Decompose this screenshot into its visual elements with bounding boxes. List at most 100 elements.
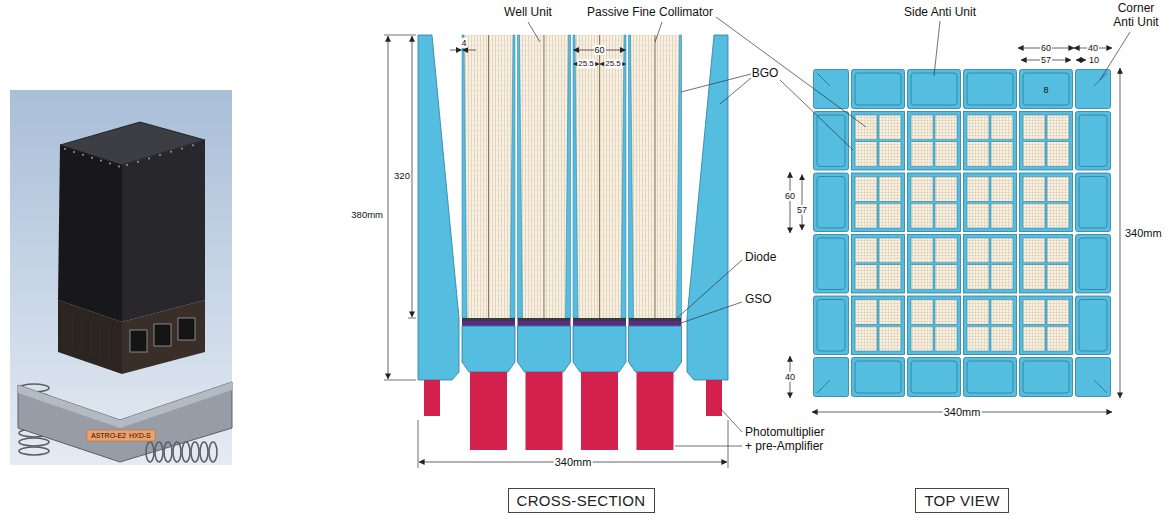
- collimator-quadrant: [1047, 326, 1069, 351]
- corner-anti-unit: [814, 70, 849, 109]
- collimator-quadrant: [1047, 300, 1069, 325]
- collimator-quadrant: [911, 265, 933, 290]
- well-bgo-bottom: [518, 326, 571, 372]
- dimension-label: 380mm: [351, 210, 383, 221]
- photo-background: [10, 90, 232, 465]
- collimator-quadrant: [1047, 203, 1069, 228]
- dimension-arrow: [388, 36, 389, 379]
- collimator-quadrant: [879, 115, 901, 140]
- collimator-divider: [488, 35, 489, 318]
- screw: [148, 157, 150, 159]
- collimator-quadrant: [967, 177, 989, 202]
- collimator-divider: [544, 35, 545, 318]
- spring-coil: [146, 442, 154, 462]
- gso-layer: [462, 321, 515, 326]
- side-anti-inner: [817, 115, 845, 167]
- detector-photo: [10, 90, 232, 465]
- side-anti-inner: [967, 73, 1013, 105]
- collimator-quadrant: [911, 238, 933, 263]
- side-anti-unit: [814, 296, 849, 355]
- caption-text: CROSS-SECTION: [517, 492, 646, 509]
- well-unit: [908, 173, 961, 232]
- collimator-quadrant: [1047, 115, 1069, 140]
- electronics-board: [130, 330, 147, 352]
- cross-section-drawing: [418, 35, 728, 450]
- dimension-arrow: [1076, 60, 1086, 61]
- collimator-divider: [599, 35, 600, 318]
- collimator-quadrant: [1023, 265, 1045, 290]
- well-unit: [852, 173, 905, 232]
- spring-coil: [164, 442, 172, 462]
- collimator-quadrant: [911, 300, 933, 325]
- well-unit: [908, 112, 961, 171]
- corner-diagonal: [817, 73, 830, 86]
- collimator-quadrant: [967, 326, 989, 351]
- top-view-drawing: [814, 70, 1111, 397]
- spring-coil: [182, 442, 190, 462]
- spring-coil: [155, 442, 163, 462]
- base-plate: [18, 382, 232, 462]
- collimator-quadrant: [967, 238, 989, 263]
- collimator-quadrant: [1023, 238, 1045, 263]
- collimator-quadrant: [1023, 326, 1045, 351]
- well-bgo-wall: [573, 35, 578, 318]
- collimator-quadrant: [991, 238, 1013, 263]
- well-unit: [852, 235, 905, 294]
- collimator-quadrant: [879, 326, 901, 351]
- side-anti-inner: [1079, 177, 1107, 229]
- fine-collimator: [518, 35, 571, 318]
- well-bgo-wall: [629, 35, 634, 318]
- side-anti-inner: [967, 361, 1013, 393]
- side-anti-inner: [817, 238, 845, 290]
- screw: [64, 148, 66, 150]
- side-anti-inner: [1079, 115, 1107, 167]
- photomultiplier: [526, 372, 563, 450]
- collimator-quadrant: [1023, 115, 1045, 140]
- side-anti-unit: [1076, 173, 1111, 232]
- side-anti-inner: [855, 73, 901, 105]
- well-unit: [964, 235, 1017, 294]
- side-anti-unit: [814, 235, 849, 294]
- collimator-quadrant: [935, 326, 957, 351]
- screw: [109, 163, 111, 165]
- well-bgo-wall: [462, 35, 467, 318]
- well-unit: [1020, 235, 1073, 294]
- collimator-quadrant: [935, 177, 957, 202]
- collimator-quadrant: [1047, 177, 1069, 202]
- leader-line: [678, 302, 742, 324]
- collimator-quadrant: [911, 203, 933, 228]
- dimension-arrow: [1120, 68, 1121, 398]
- collimator-quadrant: [879, 300, 901, 325]
- wire: [109, 327, 110, 360]
- extension-line: [728, 420, 729, 468]
- collimator-quadrant: [967, 203, 989, 228]
- collimator-quadrant: [879, 203, 901, 228]
- leader-line: [681, 74, 751, 92]
- collimator-quadrant: [879, 177, 901, 202]
- well-bgo-wall: [566, 35, 571, 318]
- part-label: Photomultiplier + pre-Amplifier: [745, 426, 833, 454]
- well-unit: [964, 173, 1017, 232]
- side-anti-unit: [852, 70, 905, 109]
- collimator-quadrant: [935, 115, 957, 140]
- extension-line: [408, 318, 416, 319]
- collimator-quadrant: [991, 177, 1013, 202]
- collimator-quadrant: [991, 115, 1013, 140]
- side-anti-inner: [1079, 300, 1107, 352]
- housing-right: [122, 140, 205, 322]
- dimension-label: 340mm: [554, 456, 593, 469]
- collimator-quadrant: [991, 142, 1013, 167]
- well-bgo-wall: [518, 35, 523, 318]
- leader-line: [934, 21, 940, 76]
- dimension-label: 25.5: [604, 59, 622, 68]
- collimator-quadrant: [1047, 142, 1069, 167]
- collimator-quadrant: [1023, 177, 1045, 202]
- part-label: Diode: [745, 251, 776, 265]
- collimator-quadrant: [991, 203, 1013, 228]
- tag-text: ASTRO-E2: [91, 431, 126, 439]
- well-unit: [964, 296, 1017, 355]
- screw: [118, 165, 120, 167]
- photomultiplier: [637, 372, 674, 450]
